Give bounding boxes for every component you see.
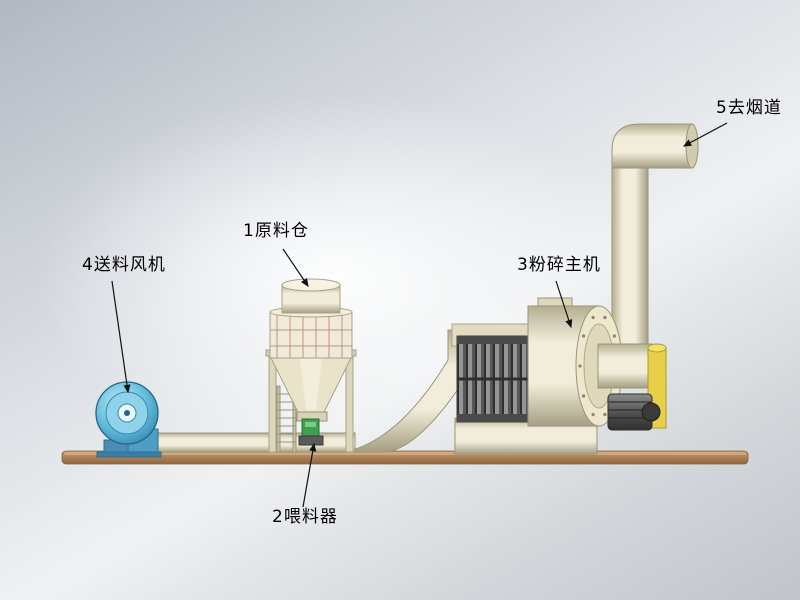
crusher-motor-endcap xyxy=(641,402,661,422)
feeder xyxy=(296,411,328,446)
raw-material-bin xyxy=(265,278,357,453)
bin-top-opening xyxy=(281,278,341,292)
bin-lattice-grid xyxy=(270,312,352,358)
leader-raw-material-bin xyxy=(282,248,309,287)
fan-axle xyxy=(124,410,130,416)
label-raw-material-bin: 1原料仓 xyxy=(243,221,309,241)
feeder-base xyxy=(298,435,324,446)
exhaust-elbow xyxy=(611,123,693,169)
leader-flue xyxy=(682,122,728,147)
flue-outlet-opening xyxy=(685,123,699,169)
flange-yellow-top xyxy=(647,343,667,353)
stand-leg-right xyxy=(345,353,354,453)
exhaust-pipe xyxy=(611,123,699,366)
feed-pipe xyxy=(151,432,356,453)
label-feeder: 2喂料器 xyxy=(272,507,338,527)
label-feed-fan: 4送料风机 xyxy=(82,255,166,275)
leader-lines xyxy=(111,122,728,508)
fan-foot-plate xyxy=(96,451,162,458)
leader-feed-fan xyxy=(111,280,131,394)
bin-lattice-section xyxy=(269,311,353,359)
stand-leg-left xyxy=(268,353,277,453)
crusher-outlet-pipe xyxy=(597,343,653,389)
label-crusher-main-unit: 3粉碎主机 xyxy=(517,255,601,275)
exhaust-pipe-riser xyxy=(611,149,649,366)
leader-feeder xyxy=(302,442,317,508)
feeder-motor-highlight xyxy=(305,422,316,427)
ground-line xyxy=(61,450,749,465)
leader-crusher xyxy=(555,280,573,329)
rotor-top-band xyxy=(457,336,535,344)
label-to-flue: 5去烟道 xyxy=(716,98,782,118)
crusher-main-unit xyxy=(451,297,667,455)
feeder-motor xyxy=(301,418,320,437)
rotor-bottom-band xyxy=(457,414,535,422)
feed-fan xyxy=(95,381,162,458)
hopper-cone-highlight xyxy=(300,358,322,410)
